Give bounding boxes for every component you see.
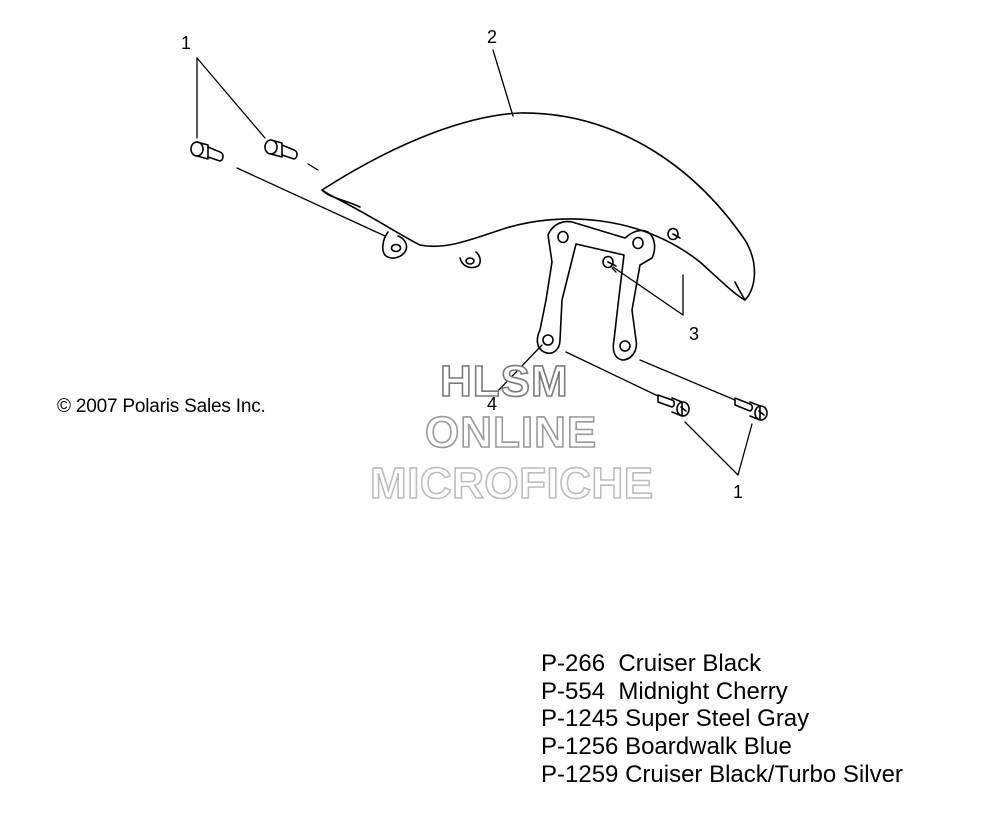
assembly-lines <box>236 163 736 401</box>
bolt-top-right <box>264 139 298 160</box>
front-fender <box>321 112 756 301</box>
color-name: Cruiser Black <box>618 650 762 677</box>
fender-bracket <box>536 220 656 361</box>
callout-4: 4 <box>487 394 498 414</box>
watermark-line-3: MICROFICHE <box>369 458 654 509</box>
callout-2: 2 <box>487 27 498 47</box>
color-name: Super Steel Gray <box>625 705 810 733</box>
color-code-item: P-1256 Boardwalk Blue <box>541 733 903 761</box>
color-name: Boardwalk Blue <box>625 733 792 761</box>
color-name: Cruiser Black/Turbo Silver <box>625 760 903 788</box>
bracket-screws <box>602 227 681 269</box>
bolt-top-left <box>190 141 224 162</box>
watermark-line-2: ONLINE <box>424 407 598 458</box>
copyright-notice: © 2007 Polaris Sales Inc. <box>57 396 266 417</box>
color-name: Midnight Cherry <box>618 677 788 705</box>
callout-1-bottom: 1 <box>733 482 744 502</box>
bolt-bottom-left <box>657 394 690 417</box>
bottom-bolts <box>657 394 768 421</box>
color-code: P-266 <box>541 650 606 677</box>
color-code: P-1259 <box>541 760 619 788</box>
color-code-item: P-1245 Super Steel Gray <box>541 705 903 733</box>
color-code: P-554 <box>541 677 606 705</box>
watermark-line-1: HLSM <box>439 356 569 407</box>
color-code-item: P-266 Cruiser Black <box>541 650 903 678</box>
callout-1-top: 1 <box>181 33 192 53</box>
color-code: P-1256 <box>541 733 619 761</box>
color-code: P-1245 <box>541 705 619 733</box>
color-code-item: P-1259 Cruiser Black/Turbo Silver <box>541 761 903 789</box>
color-code-list: P-266 Cruiser Black P-554 Midnight Cherr… <box>541 650 903 789</box>
bolt-bottom-right <box>734 397 768 421</box>
color-code-item: P-554 Midnight Cherry <box>541 678 903 706</box>
top-bolts <box>190 139 298 162</box>
leader-lines <box>196 49 753 476</box>
callout-3: 3 <box>689 324 700 344</box>
